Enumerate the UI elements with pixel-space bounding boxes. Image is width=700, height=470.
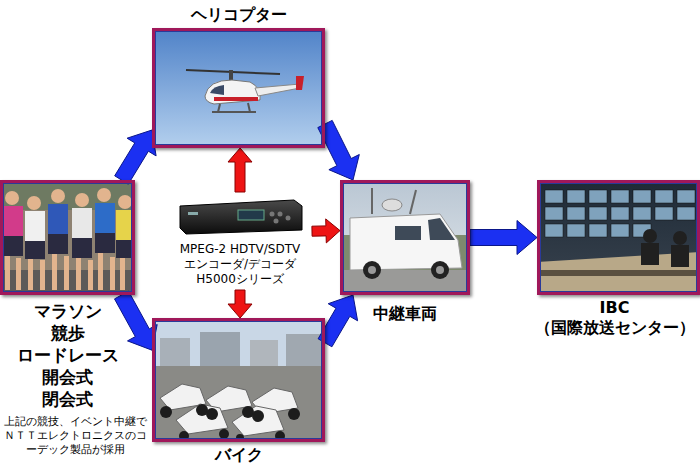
arrow-shape — [115, 291, 158, 350]
motorcycle-photo — [152, 318, 325, 442]
arrow-shape — [312, 219, 340, 243]
broadcast-center-photo-box: IBC （国際放送センター） — [537, 180, 700, 295]
helicopter-photo-box: ヘリコプター — [152, 28, 325, 148]
photo-caption: 競歩 — [0, 322, 135, 344]
note-text: 上記の競技、イベント中継でＮＴＴエレクトロニクスのコーデック製品が採用 — [2, 415, 148, 457]
signal-flow-arrow — [470, 221, 537, 255]
caption-stack: ヘリコプター — [152, 5, 325, 25]
caption-stack: 中継車両 — [330, 304, 480, 324]
codec-device-photo — [180, 200, 302, 234]
signal-flow-arrow — [115, 291, 158, 350]
codec-box: MPEG-2 HDTV/SDTV エンコーダ/デコーダ H5000シリーズ — [168, 192, 312, 290]
motorcycle-photo-box: バイク — [152, 318, 325, 442]
photo-caption: ロードレース — [0, 344, 135, 366]
arrow-shape — [470, 221, 537, 255]
relay-van-photo — [340, 180, 470, 295]
photo-caption: 開会式 — [0, 366, 135, 388]
codec-feed-arrow — [228, 148, 252, 192]
arrow-shape — [228, 290, 252, 318]
signal-flow-arrow — [115, 130, 156, 184]
photo-caption: ヘリコプター — [152, 5, 325, 25]
marathon-photo — [0, 180, 135, 295]
caption-stack: IBC （国際放送センター） — [530, 298, 700, 338]
relay-van-photo-box: 中継車両 — [340, 180, 470, 295]
arrow-shape — [228, 148, 252, 192]
helicopter-photo — [152, 28, 325, 148]
caption-stack: バイク — [152, 445, 325, 465]
codec-feed-arrow — [312, 219, 340, 243]
photo-caption: 閉会式 — [0, 388, 135, 410]
broadcast-center-photo — [537, 180, 700, 295]
photo-caption: バイク — [152, 445, 325, 465]
photo-caption: マラソン — [0, 300, 135, 322]
caption-stack: MPEG-2 HDTV/SDTV エンコーダ/デコーダ H5000シリーズ — [168, 242, 312, 287]
marathon-photo-box: マラソン競歩ロードレース開会式閉会式 — [0, 180, 135, 295]
caption-stack: マラソン競歩ロードレース開会式閉会式 — [0, 300, 135, 410]
product-name: MPEG-2 HDTV/SDTV エンコーダ/デコーダ H5000シリーズ — [168, 242, 312, 287]
photo-caption: IBC （国際放送センター） — [530, 298, 700, 338]
arrow-shape — [115, 130, 156, 184]
photo-caption: 中継車両 — [330, 304, 480, 324]
codec-feed-arrow — [228, 290, 252, 318]
